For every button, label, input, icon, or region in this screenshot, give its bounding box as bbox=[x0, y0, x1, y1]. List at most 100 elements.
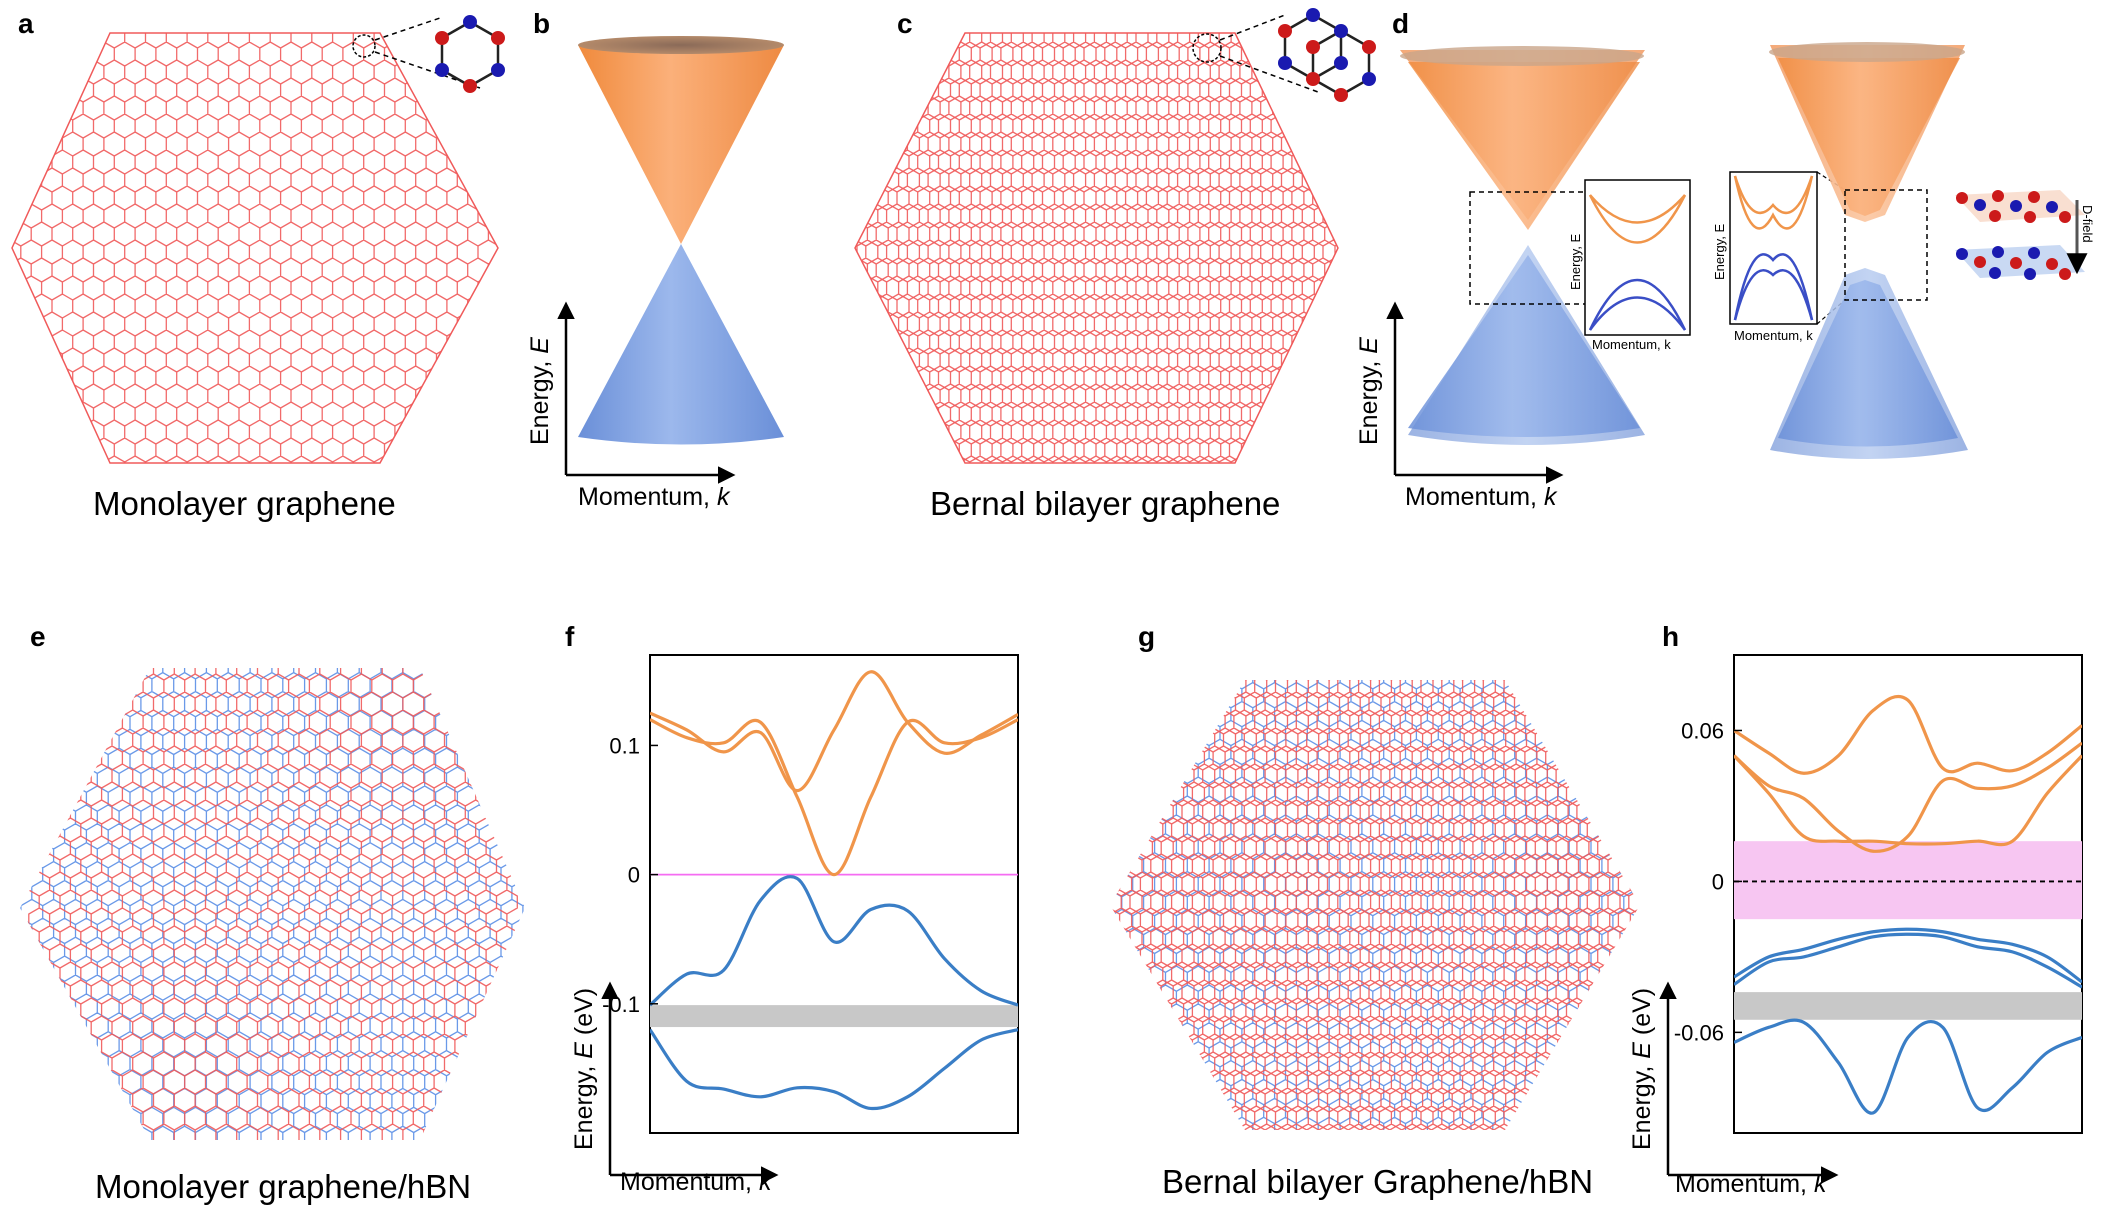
atom-b bbox=[463, 15, 477, 29]
momentum-axis-text: Momentum, bbox=[578, 483, 710, 511]
inset-energy-label: Energy, E bbox=[1568, 234, 1583, 290]
inset-momentum-label: Momentum, k bbox=[1734, 328, 1813, 343]
bottom-layer-atoms bbox=[1956, 246, 2071, 280]
panel-c-caption: Bernal bilayer graphene bbox=[930, 485, 1280, 522]
inset-band bbox=[1733, 253, 1814, 321]
chart-h: 0.060-0.06 bbox=[1674, 654, 2083, 1134]
energy-axis-text: Energy, bbox=[1355, 361, 1383, 445]
hexagon-lattice bbox=[20, 668, 525, 1140]
zoom-box-right bbox=[1844, 189, 1928, 301]
atom-a bbox=[1989, 210, 2001, 222]
band-line-blue-2 bbox=[650, 875, 1018, 1007]
atom-b bbox=[1278, 56, 1292, 70]
panel-a: a Monolayer graphene bbox=[11, 8, 505, 522]
hexagon-lattice bbox=[855, 33, 1338, 463]
panel-d-label: d bbox=[1392, 8, 1409, 39]
band-line-orange-1 bbox=[650, 718, 1018, 877]
inset-band bbox=[1588, 296, 1687, 331]
atom-b bbox=[2046, 201, 2058, 213]
inset-momentum-label: Momentum, k bbox=[1592, 337, 1671, 352]
valence-cone-front bbox=[1778, 280, 1958, 447]
band-line-blue-3 bbox=[1734, 927, 2082, 984]
panel-a-caption: Monolayer graphene bbox=[93, 485, 396, 522]
energy-axis-text: Energy, bbox=[1628, 1066, 1656, 1150]
shaded-band-gray bbox=[650, 1005, 1018, 1028]
inset-energy-label: Energy, E bbox=[1712, 224, 1727, 280]
inset-band bbox=[1589, 194, 1686, 224]
atom-b bbox=[1992, 246, 2004, 258]
zoom-line-top bbox=[1219, 14, 1286, 41]
lattice-outline bbox=[11, 32, 499, 464]
atom-b bbox=[1989, 267, 2001, 279]
y-tick-label: 0 bbox=[628, 863, 640, 888]
hexagon-lattice bbox=[855, 33, 1338, 463]
chart-f-shaded-bands bbox=[650, 1005, 1018, 1028]
atom-b bbox=[1306, 8, 1320, 22]
lattice-outline bbox=[854, 32, 1339, 464]
panel-e-caption: Monolayer graphene/hBN bbox=[95, 1168, 471, 1205]
valence-cone-front bbox=[1408, 255, 1640, 437]
atom-a bbox=[1278, 24, 1292, 38]
momentum-axis-var: k bbox=[1814, 1170, 1828, 1198]
conduction-cone-front bbox=[1408, 62, 1640, 230]
panel-d: d Energy, E Momentum, k Energy, E Moment… bbox=[1355, 8, 2095, 511]
atom-b bbox=[1956, 248, 1968, 260]
zoom-line-top bbox=[374, 17, 441, 41]
atom-a bbox=[2046, 258, 2058, 270]
panel-g: g Bernal bilayer Graphene/hBN bbox=[1110, 621, 1640, 1200]
bilayer-hbn-lattice bbox=[1110, 680, 1640, 1135]
atom-a bbox=[1362, 40, 1376, 54]
momentum-axis-text: Momentum, bbox=[1675, 1170, 1807, 1198]
panel-f-label: f bbox=[565, 621, 575, 652]
unit-cell-hexagon bbox=[435, 15, 505, 93]
band-line-blue-4 bbox=[1734, 932, 2082, 989]
atom-a bbox=[1974, 256, 1986, 268]
atom-b bbox=[491, 63, 505, 77]
panel-a-label: a bbox=[18, 8, 34, 39]
atom-a bbox=[1334, 88, 1348, 102]
inset-band bbox=[1733, 269, 1814, 321]
panel-b: b Energy, E Momentum, k bbox=[526, 8, 784, 511]
inset-band bbox=[1733, 175, 1814, 230]
inset-band bbox=[1588, 278, 1687, 331]
atom-b bbox=[2028, 247, 2040, 259]
momentum-axis-label: Momentum, k bbox=[620, 1168, 773, 1196]
momentum-axis-text: Momentum, bbox=[620, 1168, 752, 1196]
chart-h-series bbox=[1734, 694, 2082, 1115]
panel-c: c Bernal bilayer graphene bbox=[854, 8, 1376, 522]
y-tick-label: 0 bbox=[1712, 869, 1724, 894]
valence-cone bbox=[578, 244, 784, 445]
graphene-layer-1 bbox=[1130, 680, 1620, 1135]
inset-band bbox=[1733, 175, 1814, 215]
atom-b bbox=[435, 63, 449, 77]
panel-b-label: b bbox=[533, 8, 550, 39]
top-layer-atoms bbox=[1956, 190, 2071, 223]
energy-axis-label: Energy, E (eV) bbox=[570, 988, 598, 1150]
inset-left: Energy, E Momentum, k bbox=[1568, 179, 1691, 352]
conduction-cone-top bbox=[1769, 42, 1965, 62]
band-line-blue-5 bbox=[1734, 1018, 2082, 1115]
hexagon-bonds bbox=[440, 20, 500, 88]
y-tick-label: -0.06 bbox=[1674, 1020, 1724, 1045]
atom-a bbox=[1306, 40, 1320, 54]
band-line-orange-0 bbox=[1734, 694, 2082, 775]
band-line-orange-0 bbox=[650, 670, 1018, 793]
atom-b bbox=[1334, 24, 1348, 38]
chart-f-ticks: 0.1 0 -0.1 bbox=[602, 733, 658, 1017]
panel-e-label: e bbox=[30, 621, 46, 652]
monolayer-lattice bbox=[12, 33, 498, 463]
energy-axis-var: E bbox=[1628, 1042, 1656, 1059]
momentum-axis-var: k bbox=[717, 483, 731, 511]
energy-axis-var: E bbox=[526, 337, 554, 354]
atom-a bbox=[1956, 192, 1968, 204]
bilayer-unit-cell bbox=[1278, 8, 1376, 102]
atom-a bbox=[1992, 190, 2004, 202]
y-tick-label: 0.1 bbox=[609, 733, 640, 758]
y-tick-label: -0.1 bbox=[602, 992, 640, 1017]
bilayer-dfield-icon: D-field bbox=[1955, 190, 2095, 280]
panel-g-caption: Bernal bilayer Graphene/hBN bbox=[1162, 1163, 1593, 1200]
conduction-cone-top bbox=[1400, 46, 1644, 66]
chart-f-series bbox=[650, 670, 1018, 1111]
atom-b bbox=[1974, 199, 1986, 211]
atom-a bbox=[1306, 72, 1320, 86]
